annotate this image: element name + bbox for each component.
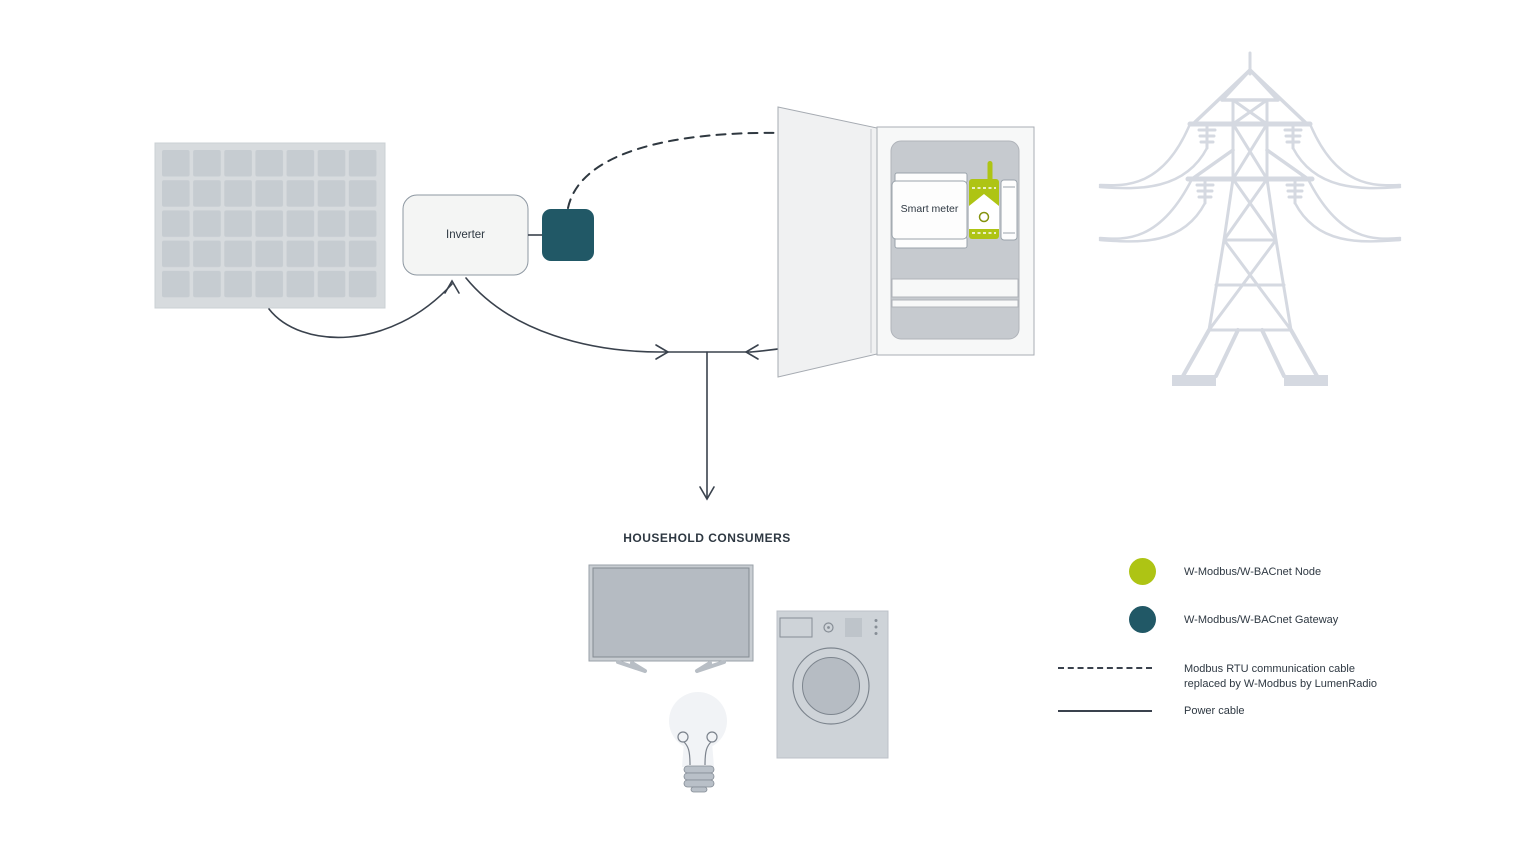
light-bulb-icon bbox=[669, 692, 727, 793]
household-consumers-title: HOUSEHOLD CONSUMERS bbox=[623, 530, 791, 545]
solid-line-icon bbox=[1058, 710, 1152, 712]
smart-meter-icon bbox=[891, 172, 968, 249]
legend-modbus-line2: replaced by W-Modbus by LumenRadio bbox=[1184, 678, 1378, 690]
node-circle-icon bbox=[1129, 558, 1156, 585]
inverter-box bbox=[402, 194, 542, 276]
cable-panel-to-inverter bbox=[268, 279, 460, 339]
power-tower-icon bbox=[1098, 51, 1402, 386]
legend-node-label: W-Modbus/W-BACnet Node bbox=[1184, 566, 1322, 578]
dashed-line-icon bbox=[1058, 667, 1152, 669]
cable-junction-to-household bbox=[699, 351, 715, 501]
gateway-box bbox=[542, 209, 594, 261]
wireless-node-icon bbox=[969, 161, 999, 239]
breaker-module bbox=[1000, 179, 1018, 241]
legend-power-label: Power cable bbox=[1184, 705, 1245, 717]
washing-machine-icon bbox=[776, 610, 889, 759]
smart-meter-label: Smart meter bbox=[900, 203, 959, 216]
tv-icon bbox=[588, 564, 754, 673]
gateway-circle-icon bbox=[1129, 606, 1156, 633]
cable-inverter-to-junction bbox=[465, 277, 759, 360]
cabinet-door bbox=[777, 106, 878, 378]
legend-modbus-line1: Modbus RTU communication cable bbox=[1184, 663, 1355, 675]
solar-panel-icon bbox=[154, 142, 386, 309]
legend-modbus-label: Modbus RTU communication cable replaced … bbox=[1184, 662, 1377, 692]
inverter-label: Inverter bbox=[446, 228, 485, 241]
legend-gateway-label: W-Modbus/W-BACnet Gateway bbox=[1184, 614, 1339, 626]
electrical-cabinet bbox=[777, 106, 1035, 378]
